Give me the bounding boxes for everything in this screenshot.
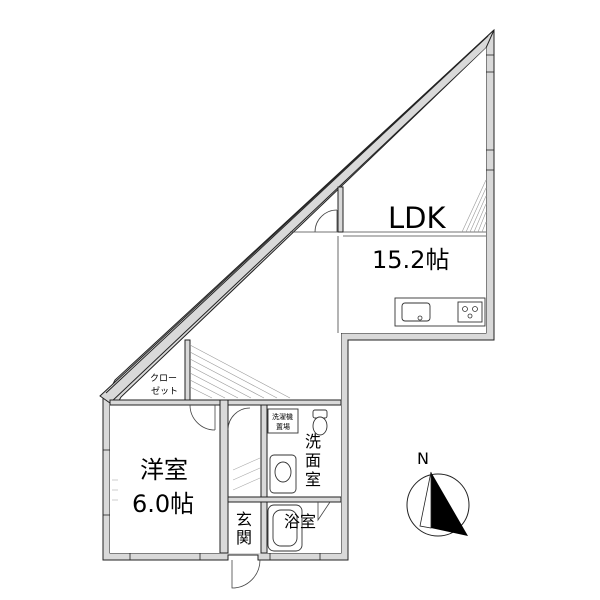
- entrance-label-char1: 玄: [236, 510, 252, 529]
- washroom-label-char1: 洗: [305, 432, 321, 451]
- laundry-label-line2: 置場: [276, 422, 290, 431]
- fixtures: [267, 297, 486, 552]
- ldk-size-label: 15.2帖: [372, 246, 449, 274]
- compass-north-label: N: [417, 449, 429, 468]
- laundry-label-line1: 洗濯機: [272, 412, 293, 421]
- interior-walls: [109, 186, 486, 554]
- entrance-label-char2: 関: [236, 528, 252, 547]
- door-swings: [189, 209, 338, 589]
- stove: [457, 301, 483, 323]
- sink: [401, 302, 431, 322]
- washroom-label-char2: 面: [305, 451, 321, 470]
- bathroom-label: 浴室: [284, 512, 316, 531]
- toilet-bowl: [312, 416, 328, 436]
- compass-needle-icon: [431, 472, 468, 536]
- compass: N: [406, 449, 470, 537]
- shading: [112, 179, 487, 501]
- room-areas: [110, 48, 486, 553]
- closet-label-line2: ゼット: [151, 385, 178, 397]
- room-labels: LDK 15.2帖 洋室 6.0帖 クロー ゼット 洗濯機 置場 洗 面 室 玄…: [132, 201, 449, 547]
- washroom-label-char3: 室: [305, 470, 321, 489]
- closet-label-line1: クロー: [150, 373, 177, 384]
- laundry-space-box: [267, 408, 299, 434]
- ldk-label: LDK: [388, 201, 446, 235]
- window-marks: [103, 54, 494, 560]
- western-room-label: 洋室: [140, 456, 188, 484]
- western-room-size-label: 6.0帖: [132, 490, 194, 518]
